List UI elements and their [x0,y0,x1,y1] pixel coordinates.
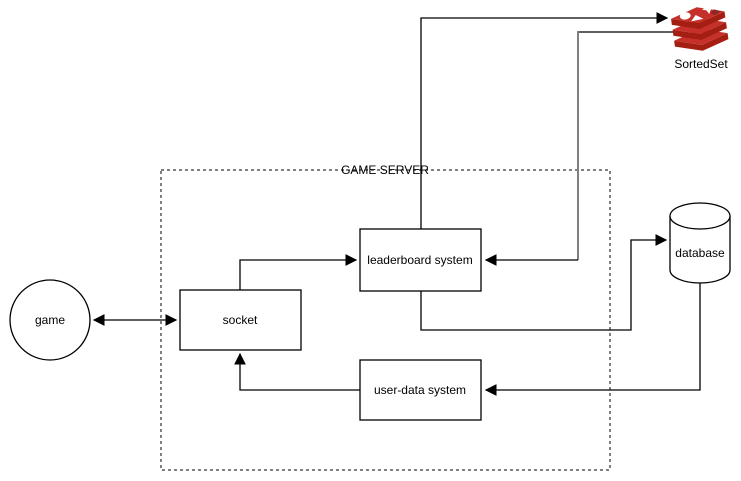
socket-box [179,289,302,351]
edge-socket-leaderboard [239,254,358,290]
nodes: game socket leaderboard system user-data… [9,2,731,421]
game-server-label: GAME SERVER [341,163,429,177]
game-label: game [35,313,65,327]
redis-disc-top [671,2,726,30]
database-cylinder-top [669,202,731,230]
game-server-container [160,169,611,471]
game-circle [9,279,91,361]
user-data-system-box [359,359,482,421]
redis-circle-glyph [679,12,691,20]
node-user-data-system: user-data system [359,359,482,421]
redis-triangle-glyph [691,14,704,22]
socket-label: socket [223,313,258,327]
edge-database-userdata [484,283,701,396]
game-server-border [160,169,611,471]
redis-icon [671,2,729,51]
edge-leaderboard-database [420,234,668,331]
leaderboard-system-label: leaderboard system [367,253,472,267]
node-sortedset: SortedSet [671,2,729,71]
edge-userdata-socket [234,352,360,391]
redis-star-glyph [701,2,715,15]
node-leaderboard-system: leaderboard system [359,228,482,292]
node-game: game [9,279,91,361]
edge-sortedset-leaderboard [484,31,673,266]
database-cylinder-body [669,216,731,284]
sortedset-label: SortedSet [674,57,728,71]
node-database: database [669,202,731,284]
edge-leaderboard-sortedset [420,12,669,229]
edges [92,12,701,396]
leaderboard-system-box [359,228,482,292]
user-data-system-label: user-data system [374,383,466,397]
node-socket: socket [179,289,302,351]
redis-cube-glyph [710,9,721,16]
database-label: database [675,246,725,260]
